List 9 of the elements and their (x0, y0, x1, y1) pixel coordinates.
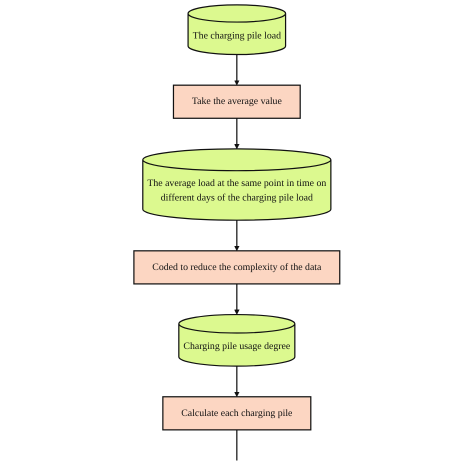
node-box: Take the average value (173, 84, 301, 119)
connector (236, 430, 238, 460)
node-box: Coded to reduce the complexity of the data (133, 250, 341, 285)
arrow (234, 284, 240, 315)
arrow (234, 54, 240, 86)
node-box: Calculate each charging pile (162, 396, 312, 430)
arrow (234, 366, 240, 398)
arrow (234, 118, 240, 150)
arrow (234, 220, 240, 252)
